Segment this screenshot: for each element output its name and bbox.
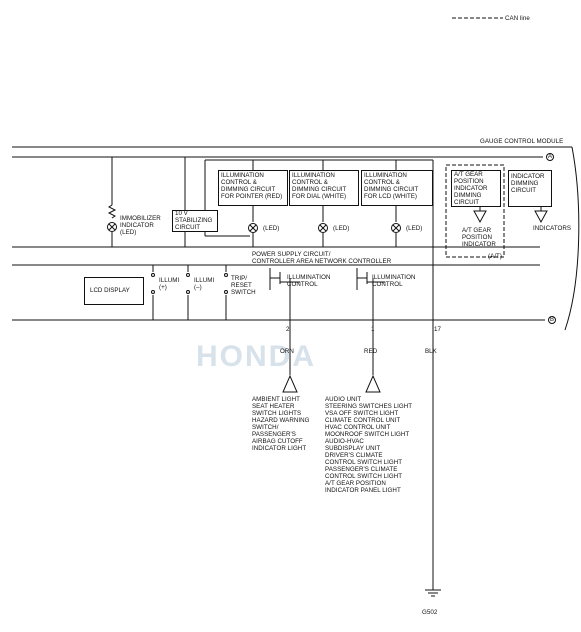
illum-control-1-label: ILLUMINATION CONTROL	[287, 274, 331, 288]
stabilizing-label: 10 V STABILIZING CIRCUIT	[175, 210, 213, 231]
immobilizer-resistor	[107, 204, 117, 219]
lcd-display-box	[84, 277, 144, 305]
at-dimming-box	[451, 170, 501, 207]
ground-label: G502	[422, 609, 438, 616]
at-tag-label: (A/T)	[488, 253, 502, 260]
pin-17: 17	[434, 326, 441, 333]
power-supply-label: POWER SUPPLY CIRCUIT/ CONTROLLER AREA NE…	[252, 251, 392, 265]
stabilizing-box	[172, 210, 218, 232]
illum-dial-label: ILLUMINATION CONTROL & DIMMING CIRCUIT F…	[292, 172, 347, 200]
illumi-plus-label: ILLUMI (+)	[159, 277, 180, 291]
illum-pointer-box	[218, 170, 288, 206]
pin-1: 1	[371, 326, 375, 333]
module-right-edge	[564, 146, 580, 331]
bus-b-marker	[548, 316, 556, 324]
bus-a-marker	[546, 153, 554, 161]
trip-reset-label: TRIP/ RESET SWITCH	[231, 275, 256, 296]
illum-control-2-label: ILLUMINATION CONTROL	[372, 274, 416, 288]
lcd-led-label: (LED)	[406, 225, 423, 232]
at-indicator-symbol	[473, 210, 487, 224]
at-dashed-region	[445, 164, 505, 258]
illum-lcd-box	[361, 170, 433, 206]
wire-blk: BLK	[425, 348, 437, 355]
indicators-label: INDICATORS	[533, 225, 572, 232]
lcd-display-label: LCD DISPLAY	[90, 287, 130, 294]
indicator-dimming-label: INDICATOR DIMMING CIRCUIT	[511, 173, 545, 194]
orn-loads-list: AMBIENT LIGHT SEAT HEATER SWITCH LIGHTS …	[252, 396, 310, 452]
dial-led-label: (LED)	[333, 225, 350, 232]
wire-orn: ORN	[280, 348, 294, 355]
red-loads-list: AUDIO UNIT STEERING SWITCHES LIGHT VSA O…	[325, 396, 413, 494]
pin-2: 2	[286, 326, 290, 333]
indicator-dimming-box	[508, 170, 552, 207]
indicators-symbol	[534, 210, 548, 224]
module-title: GAUGE CONTROL MODULE	[480, 138, 564, 145]
illum-pointer-label: ILLUMINATION CONTROL & DIMMING CIRCUIT F…	[221, 172, 283, 200]
illumi-minus-label: ILLUMI (–)	[194, 277, 215, 291]
illum-lcd-label: ILLUMINATION CONTROL & DIMMING CIRCUIT F…	[364, 172, 419, 200]
immobilizer-label: IMMOBILIZER INDICATOR (LED)	[120, 215, 161, 236]
pointer-led-label: (LED)	[263, 225, 280, 232]
bus-a-label: A	[548, 154, 553, 160]
watermark: HONDA	[196, 340, 316, 373]
at-indicator-label: A/T GEAR POSITION INDICATOR	[462, 227, 496, 248]
at-dimming-label: A/T GEAR POSITION INDICATOR DIMMING CIRC…	[454, 171, 488, 206]
orn-output-symbol	[282, 374, 298, 393]
wire-red: RED	[364, 348, 378, 355]
legend-can-line: CAN line	[505, 15, 530, 22]
bus-b-label: B	[550, 317, 555, 323]
red-output-symbol	[365, 374, 381, 393]
illum-dial-box	[289, 170, 359, 206]
